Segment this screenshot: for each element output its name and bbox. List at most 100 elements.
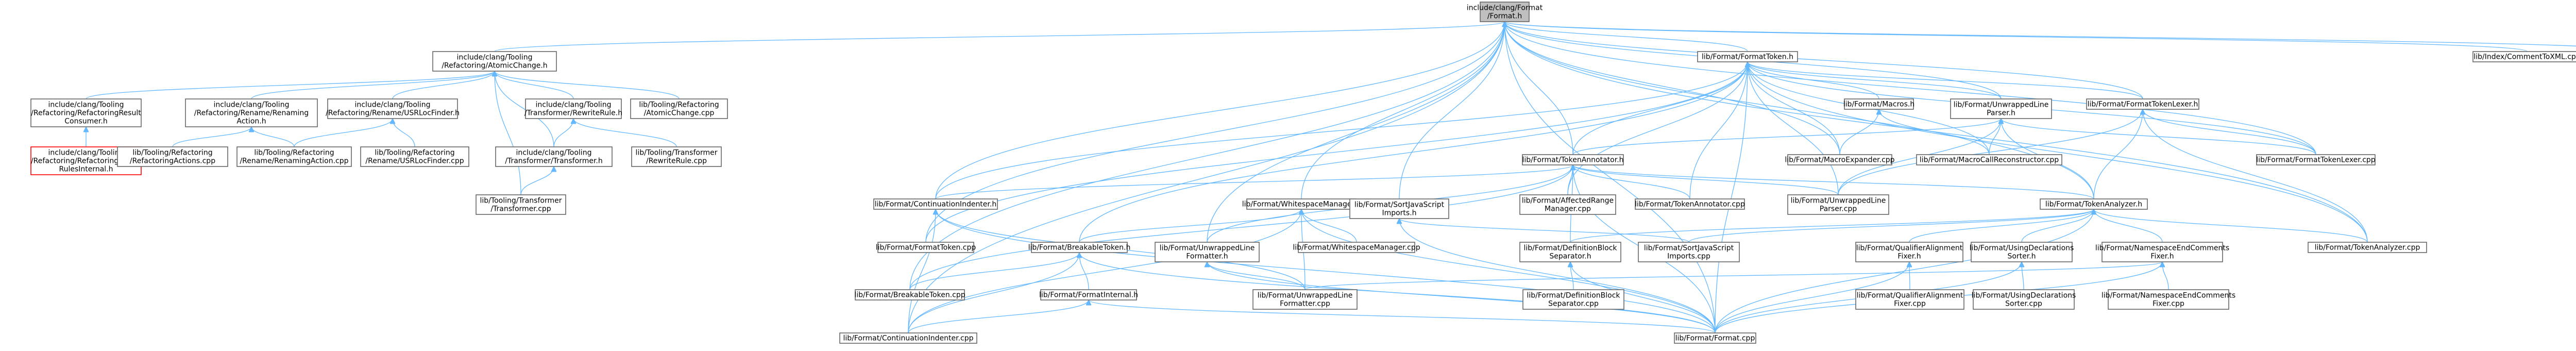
edge-fmttoken-formatcpp (1715, 62, 1748, 333)
node-tokenanalyzercpp[interactable]: lib/Format/TokenAnalyzer.cpp (2308, 242, 2427, 253)
node-annotator[interactable]: lib/Format/TokenAnnotator.h (1522, 154, 1624, 165)
node-commenttoxml[interactable]: lib/Index/CommentToXML.cpp (2472, 51, 2576, 62)
edge-root-formatcpp (1505, 22, 1716, 333)
node-macroexp[interactable]: lib/Format/MacroExpander.cpp (1785, 154, 1895, 165)
node-label: Separator.cpp (1548, 300, 1599, 308)
node-label: /RefactoringActions.cpp (130, 157, 215, 165)
node-fmtinternal[interactable]: lib/Format/FormatInternal.h (1039, 289, 1138, 300)
node-contind[interactable]: lib/Format/ContinuationIndenter.h (873, 198, 998, 210)
node-label: lib/Format/DefinitionBlock (1527, 292, 1620, 300)
node-whitespace[interactable]: lib/Format/WhitespaceManager.h (1242, 198, 1361, 210)
node-label: include/clang/Format (1467, 4, 1543, 12)
node-rewritecpp[interactable]: lib/Tooling/Transformer/RewriteRule.cpp (631, 146, 722, 167)
node-transformerh[interactable]: include/clang/Tooling/Transformer/Transf… (495, 146, 613, 167)
node-contindcpp[interactable]: lib/Format/ContinuationIndenter.cpp (839, 332, 977, 344)
node-box (1787, 154, 1892, 165)
node-box (839, 332, 977, 344)
edge-tokenanalyzer-sortjscpp (1688, 209, 2094, 243)
edge-transformerh-transformercpp (520, 166, 554, 195)
node-label: /Transformer.cpp (490, 205, 551, 213)
node-box (631, 146, 722, 167)
node-atomic[interactable]: include/clang/Tooling/Refactoring/Atomic… (432, 51, 557, 72)
node-whitespacecpp[interactable]: lib/Format/WhitespaceManager.cpp (1293, 242, 1420, 253)
edge-qualifier-qualifiercpp (1909, 262, 1910, 290)
node-label: lib/Tooling/Transformer (636, 149, 718, 157)
node-label: Fixer.h (2150, 253, 2174, 261)
node-breakablecpp[interactable]: lib/Format/BreakableToken.cpp (854, 289, 965, 300)
node-label: /AtomicChange.cpp (644, 109, 715, 118)
edge-fmttoken-fmttokencpp (925, 62, 1748, 243)
node-label: RulesInternal.h (59, 165, 113, 174)
node-transformercpp[interactable]: lib/Tooling/Transformer/Transformer.cpp (476, 194, 566, 215)
node-atomiccpp[interactable]: lib/Tooling/Refactoring/AtomicChange.cpp (630, 98, 728, 119)
edge-annotator-annotatorcpp (1573, 164, 1690, 199)
node-box (1040, 289, 1137, 300)
node-label: include/clang/Tooling (536, 101, 612, 109)
node-refresult[interactable]: include/clang/Tooling/Refactoring/Refact… (30, 98, 142, 127)
node-label: lib/Format/SortJavaScript (1644, 244, 1734, 253)
node-label: lib/Format/WhitespaceManager.cpp (1293, 244, 1420, 252)
node-usrloc[interactable]: include/clang/Tooling/Refactoring/Rename… (326, 98, 460, 119)
node-label: Imports.h (1382, 209, 1416, 218)
node-refactions[interactable]: lib/Tooling/Refactoring/RefactoringActio… (117, 146, 228, 167)
node-tokenlexerh[interactable]: lib/Format/FormatTokenLexer.h (2086, 98, 2199, 110)
node-label: Fixer.h (1897, 253, 1921, 261)
node-macrocall[interactable]: lib/Format/MacroCallReconstructor.cpp (1916, 154, 2062, 165)
node-label: lib/Format/FormatTokenLexer.h (2088, 101, 2198, 109)
node-label: Fixer.cpp (1894, 300, 1926, 308)
node-box (2256, 154, 2376, 165)
node-usrloccpp[interactable]: lib/Tooling/Refactoring/Rename/USRLocFin… (360, 146, 469, 167)
edge-fmttoken-annotatorcpp (1689, 62, 1748, 199)
node-label: lib/Format/BreakableToken.cpp (854, 291, 965, 299)
node-label: lib/Format/SortJavaScript (1354, 201, 1445, 209)
node-box (2040, 198, 2148, 210)
node-macros[interactable]: lib/Format/Macros.h (1843, 98, 1914, 110)
edge-whitespace-contindcpp (908, 209, 1301, 333)
node-box (1787, 194, 1889, 215)
node-label: lib/Format/MacroCallReconstructor.cpp (1920, 156, 2059, 164)
edge-fmttoken-contind (935, 62, 1748, 199)
node-label: include/clang/Tooling (516, 149, 592, 157)
node-formatcpp[interactable]: lib/Format/Format.cpp (1674, 332, 1756, 344)
edge-root-atomic (494, 21, 1505, 52)
node-box (1522, 289, 1624, 310)
node-rewrite[interactable]: include/clang/Tooling/Transformer/Rewrit… (524, 98, 622, 119)
node-annotatorcpp[interactable]: lib/Format/TokenAnnotator.cpp (1635, 198, 1745, 210)
edge-annotator-unwrapparsercpp (1573, 164, 1839, 195)
node-renamingcpp[interactable]: lib/Tooling/Refactoring/Rename/RenamingA… (236, 146, 352, 167)
edge-root-toolingref (1505, 21, 2576, 47)
node-tokenanalyzer[interactable]: lib/Format/TokenAnalyzer.h (2040, 198, 2148, 210)
edge-tokenlexerh-tokenanalyzer (2093, 109, 2143, 199)
node-fmttoken[interactable]: lib/Format/FormatToken.h (1697, 51, 1798, 62)
node-label: Separator.h (1549, 253, 1591, 261)
node-label: lib/Format/BreakableToken.h (1028, 244, 1131, 252)
node-renaming[interactable]: include/clang/Tooling/Refactoring/Rename… (185, 98, 318, 127)
node-box (185, 98, 318, 127)
edge-tokenanalyzer-qualifier (1909, 209, 2094, 243)
edge-fmttoken-tokenanalyzercpp (1748, 62, 2368, 243)
node-root[interactable]: include/clang/Format/Format.h (1467, 2, 1543, 22)
node-breakable[interactable]: lib/Format/BreakableToken.h (1028, 242, 1131, 253)
node-label: lib/Tooling/Refactoring (375, 149, 454, 157)
node-label: include/clang/Tooling (457, 54, 533, 62)
node-fmttokencpp[interactable]: lib/Format/FormatToken.cpp (876, 242, 976, 253)
node-tokenlexercpp[interactable]: lib/Format/FormatTokenLexer.cpp (2256, 154, 2376, 165)
edge-tokenanalyzer-tokenanalyzercpp (2094, 209, 2368, 243)
edge-fmttoken-macroexp (1748, 62, 1840, 155)
